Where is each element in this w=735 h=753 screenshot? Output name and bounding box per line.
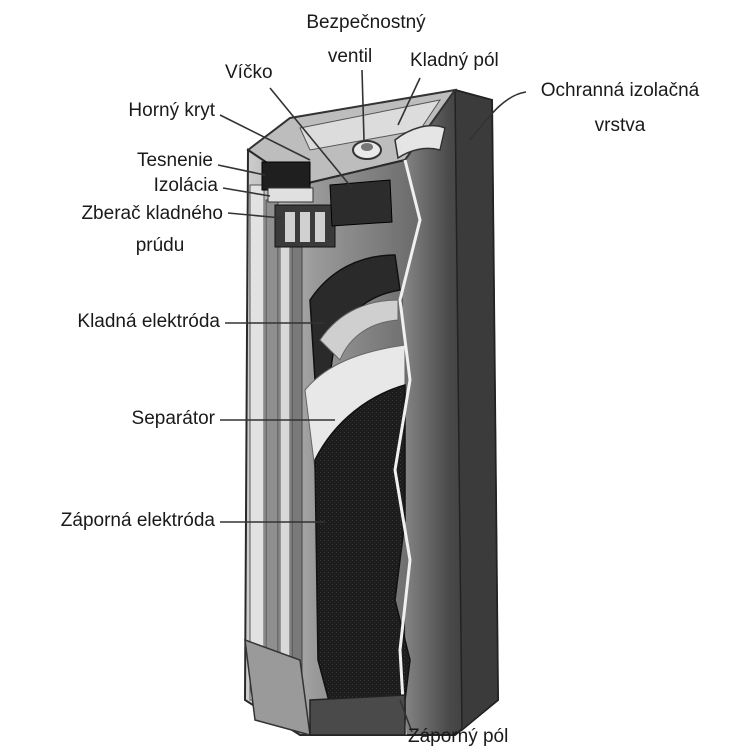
label-zberac-line2: prúdu [120, 235, 200, 257]
casing-right-edge [455, 90, 498, 730]
wall-layer-2 [266, 200, 278, 705]
cap-plate [330, 180, 392, 226]
insulation-block [268, 188, 313, 202]
wall-layer-4 [292, 228, 302, 713]
label-zaporny-pol: Záporný pól [408, 726, 508, 748]
label-zaporna-elektroda: Záporná elektróda [0, 510, 215, 532]
label-bezpecnostny-ventil-line1: Bezpečnostný [256, 12, 476, 34]
label-ochranna-vrstva-line1: Ochranná izolačná [520, 80, 720, 102]
label-izolacia: Izolácia [60, 175, 218, 197]
label-vicko: Víčko [225, 62, 273, 84]
label-separator: Separátor [0, 408, 215, 430]
label-ochranna-vrstva-line2: vrstva [560, 115, 680, 137]
label-zberac-line1: Zberač kladného [0, 203, 223, 225]
wall-layer-1 [250, 185, 264, 700]
label-kladny-pol: Kladný pól [410, 50, 499, 72]
negative-terminal [310, 695, 405, 735]
seal-block [262, 162, 310, 190]
label-bezpecnostny-ventil-line2: ventil [300, 46, 400, 68]
label-horny-kryt: Horný kryt [60, 100, 215, 122]
label-tesnenie: Tesnenie [60, 150, 213, 172]
wall-layer-3 [280, 215, 290, 710]
label-kladna-elektroda: Kladná elektróda [0, 311, 220, 333]
